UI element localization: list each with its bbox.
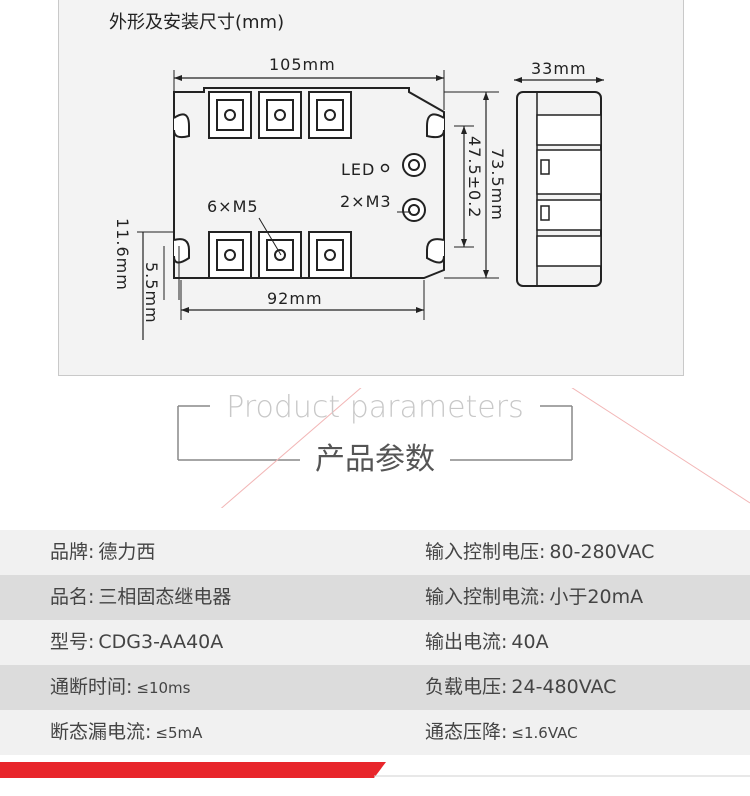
param-left: 型号:CDG3-AA40A	[50, 631, 224, 653]
param-left: 品名:三相固态继电器	[50, 586, 232, 608]
dim-hole-label: 5.5mm	[142, 262, 161, 324]
heading-frame	[177, 388, 750, 508]
led-label: LED	[341, 160, 375, 179]
relay-outline-drawing: 外形及安装尺寸(mm) 105mm	[109, 12, 604, 340]
param-right: 输入控制电流:小于20mA	[425, 586, 644, 608]
m3-label: 2×M3	[340, 192, 392, 211]
dim-mount-height-label: 47.5±0.2	[465, 136, 484, 218]
param-right: 负载电压:24-480VAC	[425, 676, 617, 698]
param-row: 型号:CDG3-AA40A 输出电流:40A	[0, 620, 750, 665]
param-right: 输出电流:40A	[425, 631, 549, 653]
param-row: 品牌:德力西 输入控制电压:80-280VAC	[0, 530, 750, 575]
param-row: 品名:三相固态继电器 输入控制电流:小于20mA	[0, 575, 750, 620]
section-title-cn: 产品参数	[315, 442, 435, 477]
param-left: 通断时间:≤10ms	[50, 676, 191, 698]
param-right: 输入控制电压:80-280VAC	[425, 541, 655, 563]
drawing-title: 外形及安装尺寸(mm)	[109, 12, 284, 33]
bottom-terminals	[208, 231, 352, 279]
dim-width-label: 105mm	[269, 55, 336, 74]
param-left: 品牌:德力西	[50, 541, 156, 563]
section-heading	[0, 388, 750, 508]
m5-label: 6×M5	[207, 197, 259, 216]
param-row: 断态漏电流:≤5mA 通态压降:≤1.6VAC	[0, 710, 750, 755]
section-title-en: Product parameters	[226, 390, 524, 425]
accent-bar	[0, 762, 750, 778]
top-terminals	[208, 91, 352, 139]
dim-side-label: 11.6mm	[113, 218, 132, 291]
dim-height-label: 73.5mm	[488, 148, 507, 221]
param-row: 通断时间:≤10ms 负载电压:24-480VAC	[0, 665, 750, 710]
dim-mount-width-label: 92mm	[267, 289, 323, 308]
dim-depth-label: 33mm	[531, 59, 587, 78]
dimension-drawing: 外形及安装尺寸(mm) 105mm	[58, 0, 684, 376]
param-left: 断态漏电流:≤5mA	[50, 721, 203, 743]
param-right: 通态压降:≤1.6VAC	[425, 721, 578, 743]
parameter-table: 品牌:德力西 输入控制电压:80-280VAC 品名:三相固态继电器 输入控制电…	[0, 530, 750, 755]
